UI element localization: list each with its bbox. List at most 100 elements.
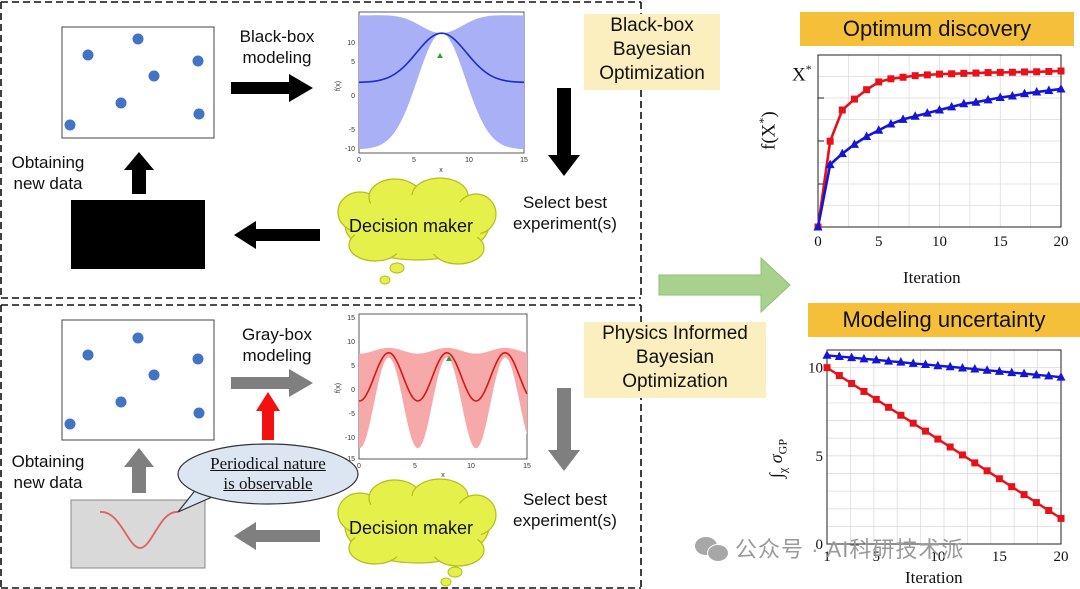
unc-ytick-0: 0 — [816, 537, 824, 553]
unc-point-s0-8 — [922, 427, 930, 435]
opt-point-s0-14 — [984, 69, 992, 77]
arrow-modeling-top — [231, 74, 313, 102]
opt-point-s0-17 — [1021, 68, 1029, 76]
speech-periodical: Periodical nature is observable — [210, 454, 326, 493]
opt-ylabel: f(X*) — [756, 111, 780, 150]
top-ytick-m10: -10 — [345, 146, 355, 153]
unc-point-s0-15 — [1008, 483, 1016, 491]
opt-ylabel-close: ) — [758, 111, 780, 118]
opt-ylabel-base: f(X — [758, 123, 780, 150]
unc-xtick-20: 20 — [1054, 549, 1069, 565]
gp-plot-bottom: 15 10 5 0 -5 -10 -15 0 5 10 15 x f(x) — [335, 313, 531, 478]
unc-point-s0-13 — [983, 467, 991, 475]
cloud-decision-bottom — [337, 478, 497, 587]
unc-point-s0-9 — [934, 435, 942, 443]
arrow-select-bottom — [548, 388, 580, 471]
unc-point-s1-17 — [1031, 369, 1041, 379]
arrow-decision-top — [234, 221, 320, 249]
opt-point-s0-12 — [960, 69, 968, 77]
top-ytick-0: 0 — [351, 93, 355, 100]
opt-point-s0-2 — [838, 106, 846, 114]
opt-point-s1-15 — [995, 92, 1005, 102]
label-blackbox-modeling: Black-box modeling — [239, 27, 315, 67]
opt-point-s1-0 — [813, 222, 823, 231]
bot-xtick-10: 10 — [467, 463, 475, 470]
unc-point-s0-12 — [971, 459, 979, 467]
unc-ytick-5: 5 — [816, 449, 824, 465]
label-select-bottom: Select best experiment(s) — [513, 490, 617, 530]
opt-xtick-5: 5 — [875, 234, 883, 250]
opt-xtick-20: 20 — [1054, 234, 1069, 250]
unc-xlabel: Iteration — [905, 568, 963, 587]
opt-xlabel: Iteration — [903, 268, 961, 287]
label-select-top: Select best experiment(s) — [513, 193, 617, 233]
unc-point-s0-7 — [909, 419, 917, 427]
opt-point-s1-6 — [886, 119, 896, 128]
gp-top-band — [359, 15, 524, 150]
opt-point-s0-10 — [936, 70, 943, 78]
opt-point-s1-12 — [959, 98, 969, 108]
opt-point-s0-20 — [1057, 67, 1065, 75]
unc-point-s0-16 — [1020, 491, 1028, 499]
opt-point-s0-6 — [887, 75, 895, 83]
opt-xtick-10: 10 — [932, 234, 947, 250]
opt-point-s1-2 — [837, 148, 847, 158]
unc-ylabel-sub: χ — [775, 467, 790, 474]
watermark-text: 公众号 · AI科研技术派 — [735, 537, 965, 562]
unc-point-s1-14 — [994, 366, 1004, 375]
data-points-box-top — [61, 26, 215, 139]
unc-point-s1-2 — [847, 352, 857, 362]
bot-ytick-5: 5 — [351, 363, 355, 370]
arrow-decision-bottom — [234, 522, 320, 550]
arrow-modeling-bottom — [231, 369, 313, 397]
opt-ymax-label: X* — [792, 62, 812, 86]
opt-point-s0-9 — [923, 71, 931, 79]
unc-point-s0-2 — [848, 380, 856, 388]
unc-point-s0-5 — [885, 403, 893, 411]
gray-box-experiment — [70, 499, 206, 569]
bot-ytick-15: 15 — [347, 315, 355, 322]
opt-point-s0-3 — [850, 95, 858, 103]
opt-ymax-sup: * — [805, 62, 812, 76]
opt-ymax-base: X — [792, 64, 806, 86]
unc-point-s0-1 — [835, 372, 843, 380]
top-xtick-15: 15 — [520, 157, 528, 164]
opt-point-s1-20 — [1056, 83, 1066, 93]
bot-xtick-0: 0 — [357, 463, 361, 470]
unc-point-s1-5 — [884, 356, 894, 365]
gp-plot-top: 10 5 0 -5 -10 0 5 10 15 x f(x) — [335, 11, 528, 174]
opt-point-s1-9 — [922, 108, 932, 117]
unc-point-s1-11 — [957, 362, 967, 372]
unc-point-s1-9 — [933, 360, 943, 370]
unc-point-s0-10 — [946, 443, 954, 451]
label-graybox-modeling: Gray-box modeling — [242, 325, 312, 365]
speech-bubble — [177, 443, 359, 513]
unc-point-s1-15 — [1007, 367, 1017, 377]
bot-ytick-10: 10 — [347, 339, 355, 346]
opt-point-s0-5 — [875, 78, 883, 86]
opt-point-s1-7 — [898, 114, 908, 123]
opt-point-s0-4 — [863, 86, 871, 94]
bot-xtick-15: 15 — [523, 463, 531, 470]
opt-point-s0-8 — [911, 72, 919, 80]
unc-point-s0-14 — [995, 475, 1003, 483]
opt-xtick-15: 15 — [993, 234, 1008, 250]
top-xlabel: x — [439, 167, 443, 174]
opt-point-s0-7 — [899, 73, 907, 81]
bot-xlabel: x — [441, 472, 445, 478]
top-ytick-5: 5 — [351, 59, 355, 66]
bot-ytick-m10: -10 — [345, 435, 355, 442]
arrow-select-top — [548, 88, 580, 176]
unc-ytick-10: 10 — [808, 361, 823, 377]
opt-ylabel-sup: * — [756, 117, 770, 124]
top-xtick-10: 10 — [465, 157, 473, 164]
unc-point-s0-6 — [897, 411, 905, 419]
wechat-icon — [695, 535, 729, 562]
decision-maker-top: Decision maker — [349, 216, 474, 236]
arrow-physics-red — [256, 392, 280, 440]
opt-point-s1-5 — [874, 125, 884, 134]
decision-maker-bottom: Decision maker — [349, 518, 474, 538]
